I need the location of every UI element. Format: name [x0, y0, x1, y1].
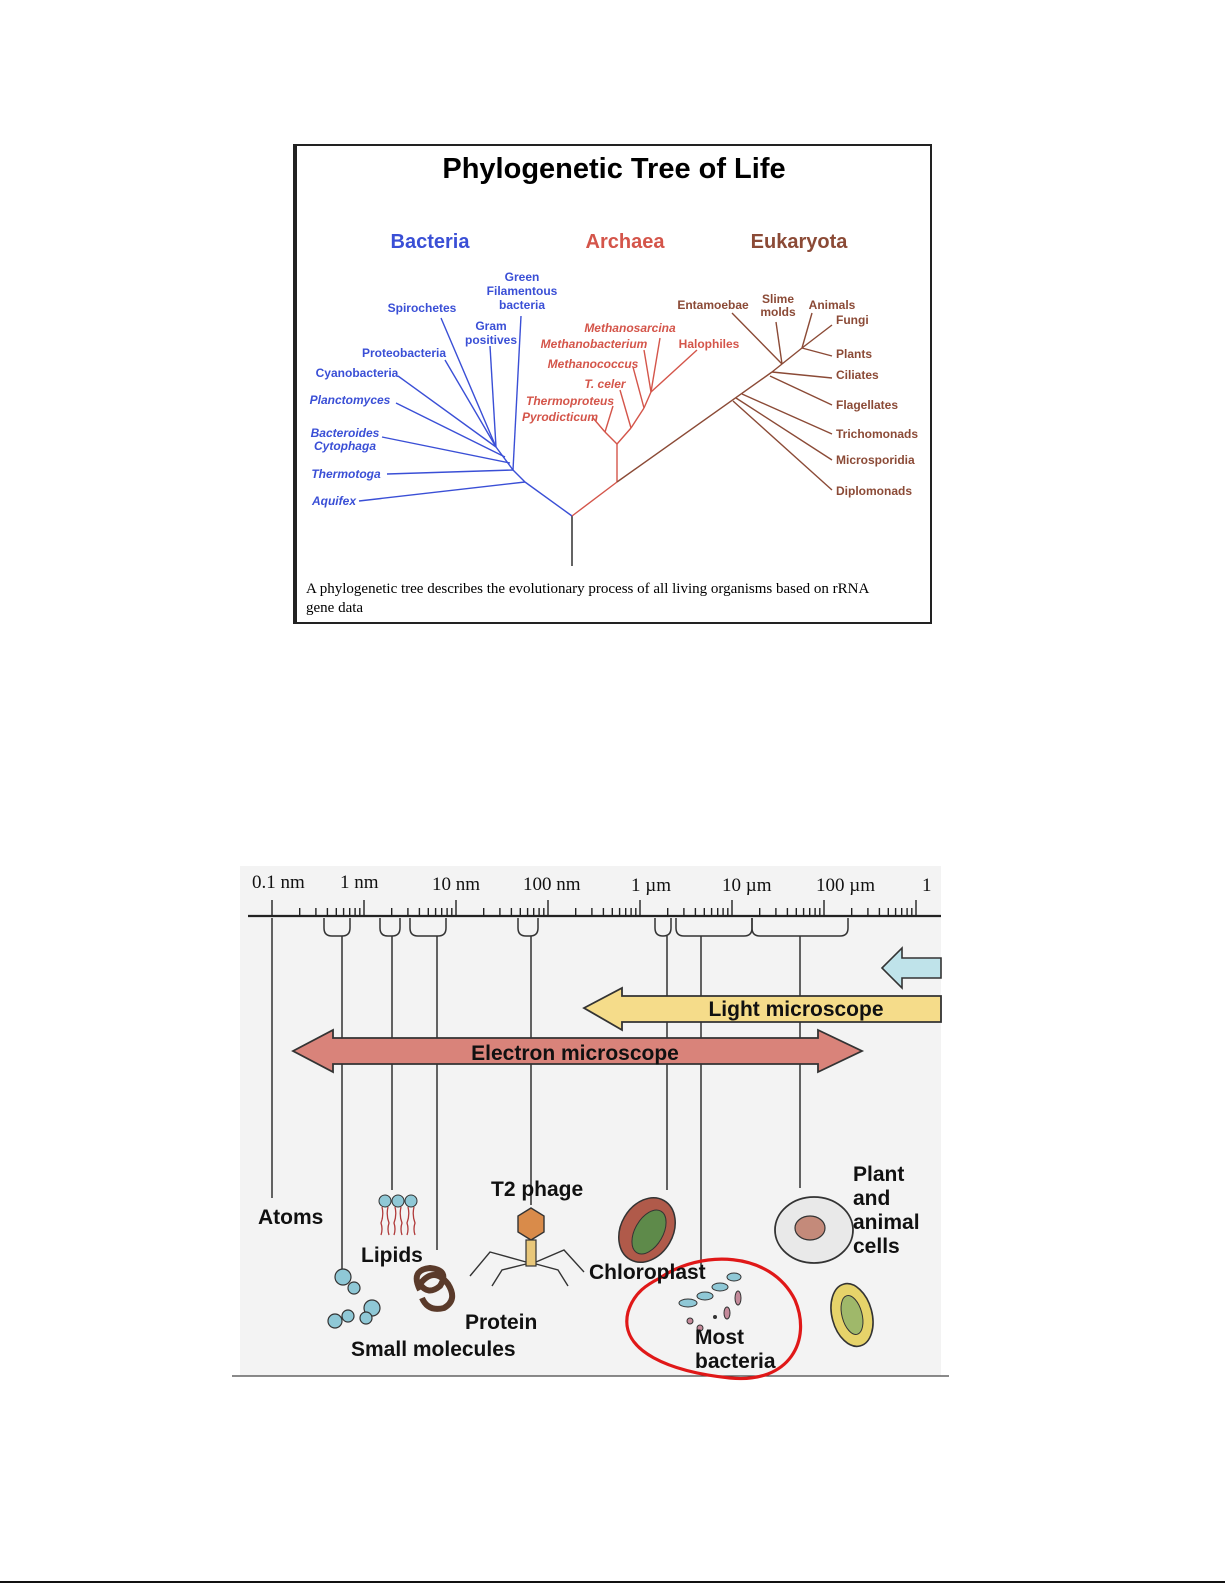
- label-atoms: Atoms: [258, 1206, 323, 1229]
- label-chloroplast: Chloroplast: [589, 1261, 706, 1284]
- scale-tick-labels: 0.1 nm 1 nm 10 nm 100 nm 1 µm 10 µm 100 …: [252, 872, 932, 896]
- eye-visible-arrow: [880, 946, 942, 990]
- label-green: Green: [505, 270, 540, 284]
- label-methanococcus: Methanococcus: [548, 357, 639, 371]
- domain-bacteria: Bacteria: [391, 231, 471, 253]
- scale-brackets: [271, 918, 849, 1280]
- label-thermotoga: Thermotoga: [311, 467, 381, 481]
- label-spirochetes: Spirochetes: [388, 301, 457, 315]
- most-bacteria-highlight-circle: [625, 1257, 803, 1381]
- tick-label-2: 10 nm: [432, 874, 480, 895]
- electron-microscope-arrow: [291, 1028, 865, 1074]
- label-ciliates: Ciliates: [836, 368, 879, 382]
- phylogenetic-tree-figure: Phylogenetic Tree of Life Bacteria Archa…: [293, 144, 932, 624]
- tree-caption-line2: gene data: [306, 600, 363, 616]
- archaea-labels: Methanosarcina Methanobacterium Methanoc…: [522, 321, 676, 424]
- label-bacteroides: Bacteroides: [311, 426, 380, 440]
- label-bacteria: bacteria: [695, 1350, 776, 1373]
- label-planctomyces: Planctomyces: [310, 393, 391, 407]
- electron-microscope-label: Electron microscope: [471, 1042, 679, 1065]
- tick-label-7: 1: [922, 875, 932, 896]
- label-animal: animal: [853, 1211, 920, 1234]
- tick-label-3: 100 nm: [523, 874, 581, 895]
- archaea-branches: [571, 337, 698, 517]
- tree-frame: [293, 144, 932, 624]
- bacteria-labels: Green Filamentous bacteria Spirochetes G…: [310, 270, 558, 508]
- tick-label-6: 100 µm: [816, 875, 875, 896]
- eukaryota-labels: Entamoebae Slime molds Animals Fungi Pla…: [677, 292, 918, 498]
- label-aquifex: Aquifex: [311, 494, 357, 508]
- label-methanosarcina: Methanosarcina: [584, 321, 676, 335]
- domain-eukaryota: Eukaryota: [751, 231, 849, 253]
- tick-label-5: 10 µm: [722, 875, 772, 896]
- tick-label-4: 1 µm: [631, 875, 671, 896]
- light-microscope-arrow: [582, 986, 942, 1032]
- label-methanobacterium: Methanobacterium: [541, 337, 648, 351]
- label-animals: Animals: [809, 298, 856, 312]
- domain-archaea: Archaea: [586, 231, 666, 253]
- bacteria-illustration: [678, 1272, 742, 1332]
- tree-title: Phylogenetic Tree of Life: [442, 153, 785, 185]
- label-plant: Plant: [853, 1163, 904, 1186]
- label-thermoproteus: Thermoproteus: [526, 394, 614, 408]
- label-fungi: Fungi: [836, 313, 869, 327]
- chloroplast-illustration: [618, 1197, 676, 1263]
- label-trichomonads: Trichomonads: [836, 427, 918, 441]
- tick-label-1: 1 nm: [340, 872, 379, 893]
- label-green-bacteria: bacteria: [499, 298, 545, 312]
- label-flagellates: Flagellates: [836, 398, 898, 412]
- size-scale-figure: 0.1 nm 1 nm 10 nm 100 nm 1 µm 10 µm 100 …: [232, 866, 949, 1381]
- label-protein: Protein: [465, 1311, 537, 1334]
- label-molds: molds: [760, 305, 796, 319]
- label-positives: positives: [465, 333, 517, 347]
- label-entamoebae: Entamoebae: [677, 298, 749, 312]
- label-microsporidia: Microsporidia: [836, 453, 915, 467]
- lipid-illustration: [378, 1194, 418, 1236]
- protein-illustration: [413, 1264, 456, 1312]
- label-pyrodicticum: Pyrodicticum: [522, 410, 598, 424]
- label-t2-phage: T2 phage: [491, 1178, 583, 1201]
- scale-ticks: [271, 900, 917, 916]
- label-and: and: [853, 1187, 890, 1210]
- tree-caption-line1: A phylogenetic tree describes the evolut…: [306, 581, 870, 597]
- label-most: Most: [695, 1326, 744, 1349]
- small-molecule-illustration: [327, 1268, 381, 1329]
- t2-phage-illustration: [469, 1207, 585, 1287]
- label-filamentous: Filamentous: [487, 284, 558, 298]
- label-gram: Gram: [475, 319, 506, 333]
- label-cells: cells: [853, 1235, 900, 1258]
- eukaryota-branches: [616, 312, 833, 491]
- label-halophiles: Halophiles: [679, 337, 740, 351]
- label-slime: Slime: [762, 292, 794, 306]
- bacteria-branches: [358, 315, 573, 517]
- label-cytophaga: Cytophaga: [314, 439, 376, 453]
- label-cyanobacteria: Cyanobacteria: [316, 366, 399, 380]
- tick-label-0: 0.1 nm: [252, 872, 305, 893]
- label-lipids: Lipids: [361, 1244, 423, 1267]
- label-t-celer: T. celer: [584, 377, 626, 391]
- label-plants: Plants: [836, 347, 872, 361]
- label-proteobacteria: Proteobacteria: [362, 346, 446, 360]
- light-microscope-label: Light microscope: [708, 998, 883, 1021]
- label-small-molecules: Small molecules: [351, 1338, 516, 1361]
- cell-illustration: [774, 1196, 874, 1348]
- label-diplomonads: Diplomonads: [836, 484, 912, 498]
